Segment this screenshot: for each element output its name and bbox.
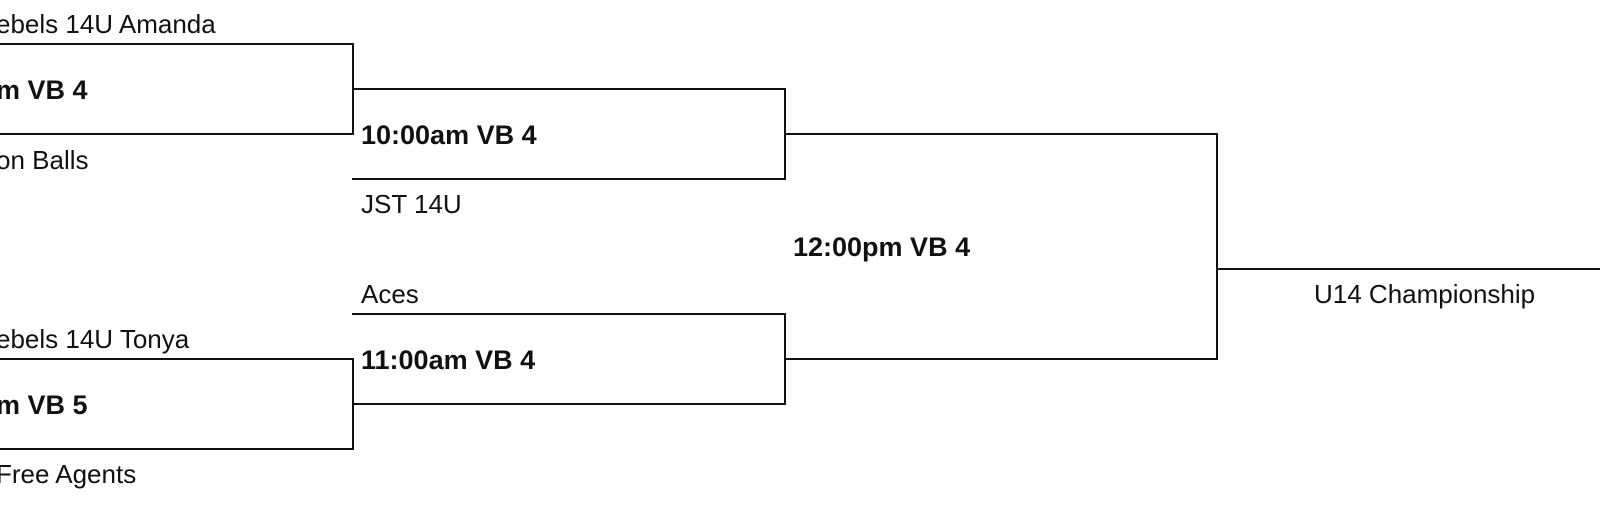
r2-bottom-line-a <box>352 313 786 315</box>
r3-line-a <box>784 133 1218 135</box>
r2-bottom-line-b <box>352 403 786 405</box>
r1-top-team-a: ebels 14U Amanda <box>0 9 216 39</box>
r1-top-team-b: on Balls <box>0 145 89 175</box>
r2-top-team-b: JST 14U <box>361 189 462 219</box>
r1-top-game: m VB 4 <box>0 75 88 105</box>
final-line <box>1216 268 1600 270</box>
r1-bottom-team-a: ebels 14U Tonya <box>0 324 190 354</box>
r3-connector <box>1216 133 1218 360</box>
r2-top-line-b <box>352 178 786 180</box>
r1-bottom-line-b <box>0 448 354 450</box>
r1-bottom-line-a <box>0 358 354 360</box>
r1-top-line-a <box>0 43 354 45</box>
r2-bottom-game: 11:00am VB 4 <box>361 345 536 375</box>
r3-line-b <box>784 358 1218 360</box>
r2-top-line-a <box>352 88 786 90</box>
r3-game: 12:00pm VB 4 <box>793 232 971 262</box>
r1-bottom-team-b: Free Agents <box>0 459 137 489</box>
r2-top-game: 10:00am VB 4 <box>361 120 537 150</box>
final-label: U14 Championship <box>1314 279 1536 309</box>
r1-top-line-b <box>0 133 354 135</box>
r2-bottom-team-a: Aces <box>361 279 419 309</box>
r1-bottom-game: m VB 5 <box>0 390 88 420</box>
